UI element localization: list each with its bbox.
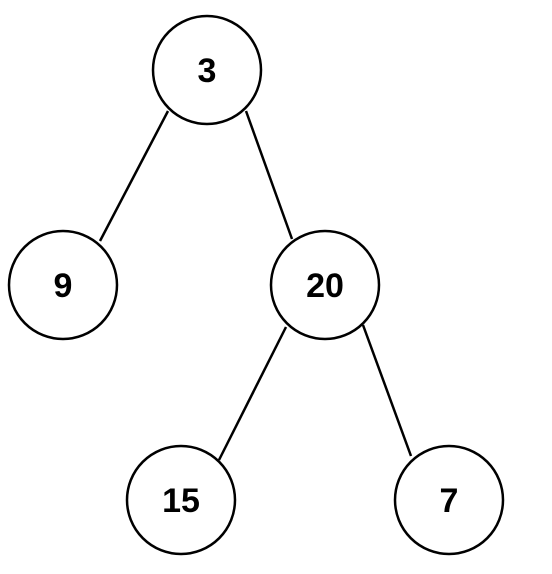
- edge-20-to-15: [217, 326, 288, 461]
- tree-node-7: 7: [393, 444, 505, 556]
- node-label: 15: [162, 482, 200, 520]
- tree-edges: [98, 110, 413, 461]
- edge-3-to-20: [244, 110, 294, 240]
- edge-20-to-7: [361, 324, 413, 457]
- tree-node-15: 15: [125, 444, 237, 556]
- tree-node-9: 9: [7, 229, 119, 341]
- node-circle: [125, 444, 237, 556]
- node-circle: [269, 229, 381, 341]
- tree-node-3: 3: [151, 14, 263, 126]
- tree-node-20: 20: [269, 229, 381, 341]
- node-label: 7: [440, 482, 459, 520]
- node-label: 20: [306, 267, 344, 305]
- edge-3-to-9: [98, 110, 170, 242]
- node-label: 9: [54, 267, 73, 305]
- node-label: 3: [198, 52, 217, 90]
- node-circle: [393, 444, 505, 556]
- node-circle: [7, 229, 119, 341]
- node-circle: [151, 14, 263, 126]
- tree-nodes: 3 9 20 15 7: [7, 14, 505, 556]
